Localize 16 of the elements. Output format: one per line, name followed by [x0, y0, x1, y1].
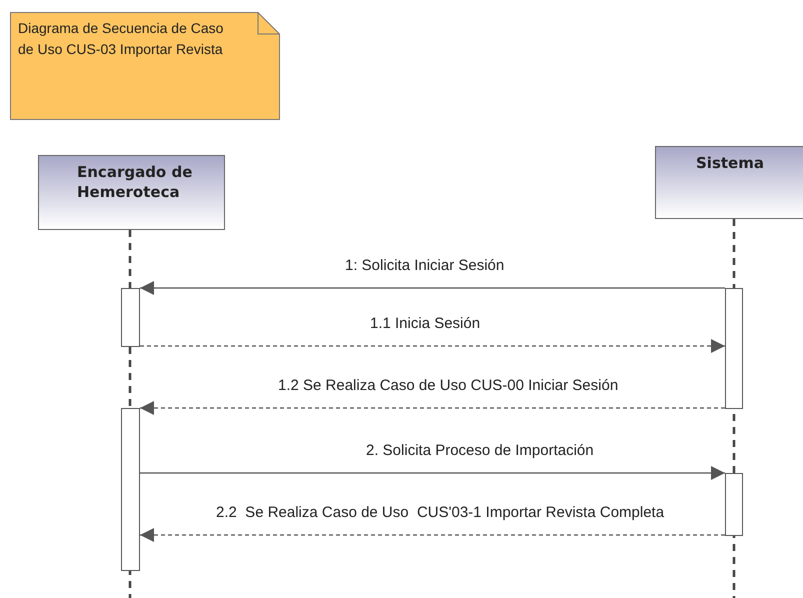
- participant-name: Sistema: [696, 153, 764, 173]
- activation-bar: [725, 473, 743, 536]
- message-arrow: [140, 401, 725, 415]
- note-text: Diagrama de Secuencia de Caso de Uso CUS-03 Importar Revista: [18, 19, 224, 59]
- message-arrow: [140, 466, 725, 480]
- participant-name: Encargado de Hemeroteca: [77, 162, 194, 202]
- message-label: 2.2 Se Realiza Caso de Uso CUS'03-1 Importar Revista Completa: [215, 504, 666, 521]
- activation-bar: [725, 288, 743, 409]
- lifeline-header: [38, 155, 225, 230]
- activation-bar: [121, 408, 140, 571]
- message-arrow: [140, 281, 725, 295]
- message-arrow: [140, 528, 725, 542]
- activation-bar: [121, 288, 140, 347]
- message-label: 2. Solicita Proceso de Importación: [365, 442, 595, 459]
- lifeline-header: [655, 146, 803, 219]
- message-arrow: [140, 339, 725, 353]
